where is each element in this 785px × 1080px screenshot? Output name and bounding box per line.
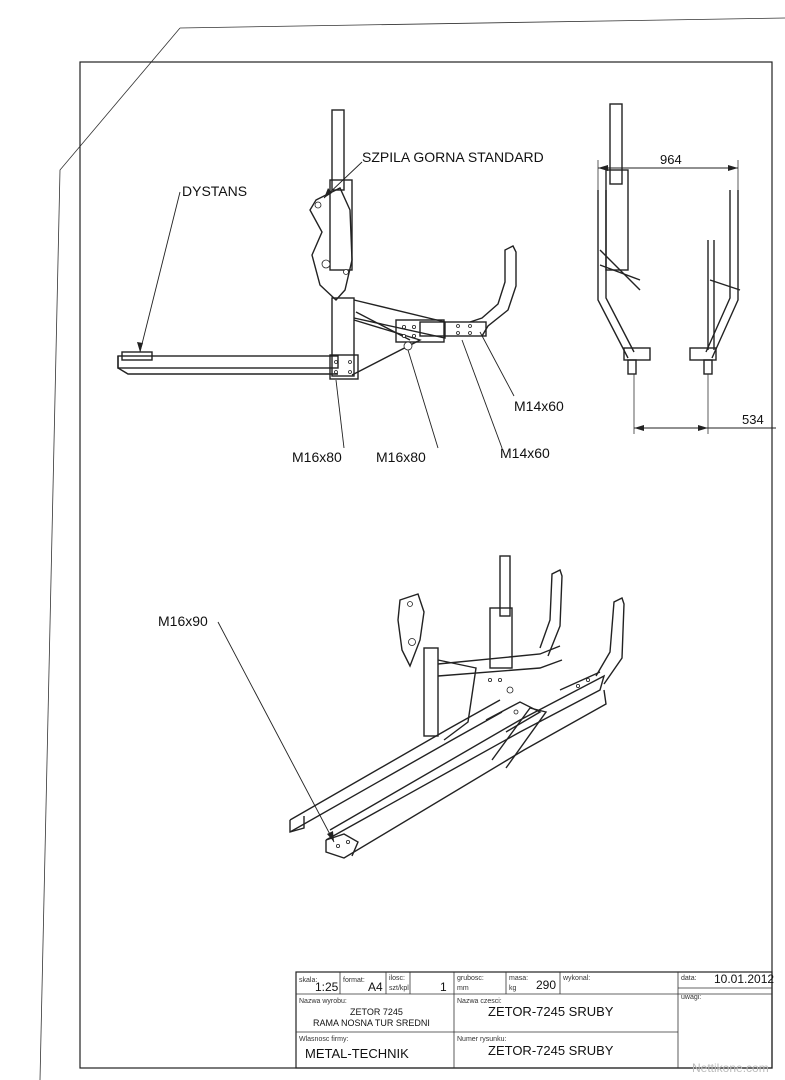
numer-rysunku-value: ZETOR-7245 SRUBY xyxy=(488,1043,614,1058)
skala-value: 1:25 xyxy=(315,980,339,994)
callout-m16x90: M16x90 xyxy=(158,613,208,629)
ilosc-label: ilosc: xyxy=(389,975,405,982)
grubosc-unit: mm xyxy=(457,985,469,992)
data-value: 10.01.2012 xyxy=(714,972,774,986)
dimension-534: 534 xyxy=(742,412,764,427)
grubosc-label: grubosc: xyxy=(457,975,484,982)
nazwa-wyrobu-line2: RAMA NOSNA TUR SREDNI xyxy=(313,1018,430,1028)
wlasnosc-label: Wlasnosc firmy: xyxy=(299,1036,348,1043)
uwagi-label: uwagi: xyxy=(681,994,701,1001)
drawing-frame xyxy=(39,17,785,1080)
masa-value: 290 xyxy=(536,978,556,992)
front-view-frame xyxy=(597,103,776,434)
data-label: data: xyxy=(681,975,697,982)
callout-m16x80-right: M16x80 xyxy=(376,449,426,465)
nazwa-czesci-label: Nazwa czesci: xyxy=(457,998,502,1005)
title-block xyxy=(295,971,773,1069)
wlasnosc-value: METAL-TECHNIK xyxy=(305,1046,409,1061)
callout-szpila-gorna: SZPILA GORNA STANDARD xyxy=(362,149,544,165)
callout-dystans: DYSTANS xyxy=(182,183,247,199)
nazwa-wyrobu-label: Nazwa wyrobu: xyxy=(299,998,347,1005)
skala-label: skala: xyxy=(299,977,317,984)
masa-unit: kg xyxy=(509,985,517,992)
side-view-callouts: DYSTANS SZPILA GORNA STANDARD M16x80 M16… xyxy=(137,149,564,465)
isometric-view-frame xyxy=(217,555,625,859)
callout-m16x80-left: M16x80 xyxy=(292,449,342,465)
ilosc-unit: szt/kpl xyxy=(389,985,409,992)
ilosc-value: 1 xyxy=(440,980,447,994)
callout-m14x60-upper: M14x60 xyxy=(514,398,564,414)
format-value: A4 xyxy=(368,980,383,994)
wykonal-label: wykonal: xyxy=(562,975,590,982)
masa-label: masa: xyxy=(509,975,528,982)
nazwa-wyrobu-line1: ZETOR 7245 xyxy=(350,1007,403,1017)
nazwa-czesci-value: ZETOR-7245 SRUBY xyxy=(488,1004,614,1019)
watermark: Nettikone.com xyxy=(692,1061,769,1075)
dimension-964: 964 xyxy=(660,152,682,167)
callout-m14x60-lower: M14x60 xyxy=(500,445,550,461)
numer-rysunku-label: Numer rysunku: xyxy=(457,1036,506,1043)
side-view-frame xyxy=(117,109,517,380)
format-label: format: xyxy=(343,977,365,984)
